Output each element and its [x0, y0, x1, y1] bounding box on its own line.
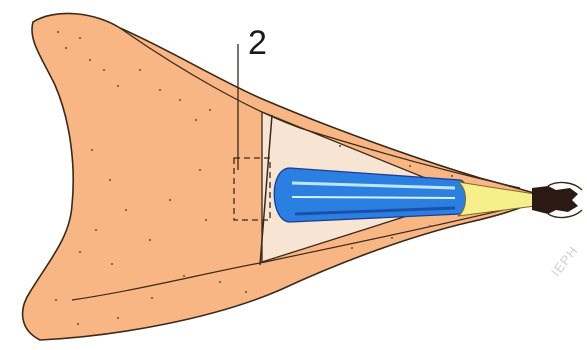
callout-label-2: 2 — [248, 26, 267, 60]
instrument-tube-highlight-2 — [292, 197, 455, 198]
end-cap — [532, 186, 578, 214]
